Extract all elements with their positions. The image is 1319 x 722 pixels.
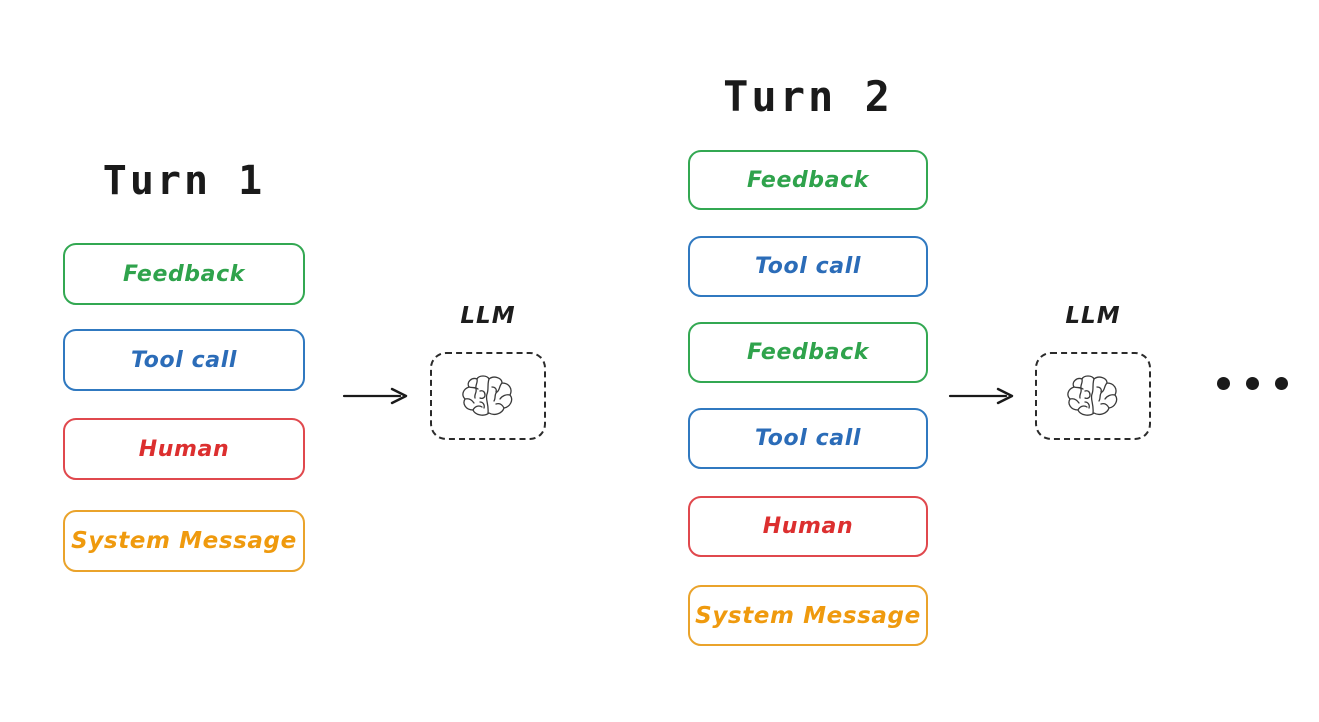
turn-2-llm-box[interactable] [1035,352,1151,440]
turn-2-message-tool-call-2[interactable]: Tool call [688,408,928,469]
continuation-ellipsis [1217,377,1288,390]
turn-2-message-feedback-1[interactable]: Feedback [688,150,928,210]
turn-2-message-tool-call-1[interactable]: Tool call [688,236,928,297]
turn-1-llm-box[interactable] [430,352,546,440]
message-label: Feedback [747,167,869,193]
message-label: Feedback [747,340,869,365]
message-label: Feedback [123,261,245,287]
turn-1-title: Turn 1 [102,158,266,204]
brain-icon [462,375,513,416]
message-label: System Message [695,602,921,629]
message-label: Tool call [755,254,861,279]
turn-1-llm-label: LLM [460,303,516,329]
turn-1-message-tool-call[interactable]: Tool call [63,329,305,391]
ellipsis-dot-3 [1275,377,1288,390]
turn-2-message-feedback-2[interactable]: Feedback [688,322,928,383]
message-label: Human [762,514,854,539]
turn-1-message-human[interactable]: Human [63,418,305,480]
turn-2-arrow [948,387,1014,405]
turn-1-message-system-message[interactable]: System Message [63,510,305,572]
turn-2-message-human[interactable]: Human [688,496,928,557]
brain-icon [1067,375,1118,416]
turn-2-message-system-message[interactable]: System Message [688,585,928,646]
turn-1-arrow [342,387,408,405]
message-label: Tool call [131,347,237,373]
turn-1-message-feedback[interactable]: Feedback [63,243,305,305]
ellipsis-dot-1 [1217,377,1230,390]
message-label: Tool call [755,426,861,451]
ellipsis-dot-2 [1246,377,1259,390]
message-label: System Message [71,528,297,554]
message-label: Human [138,436,230,462]
turn-2-llm-label: LLM [1065,303,1121,329]
turn-2-title: Turn 2 [723,72,893,121]
